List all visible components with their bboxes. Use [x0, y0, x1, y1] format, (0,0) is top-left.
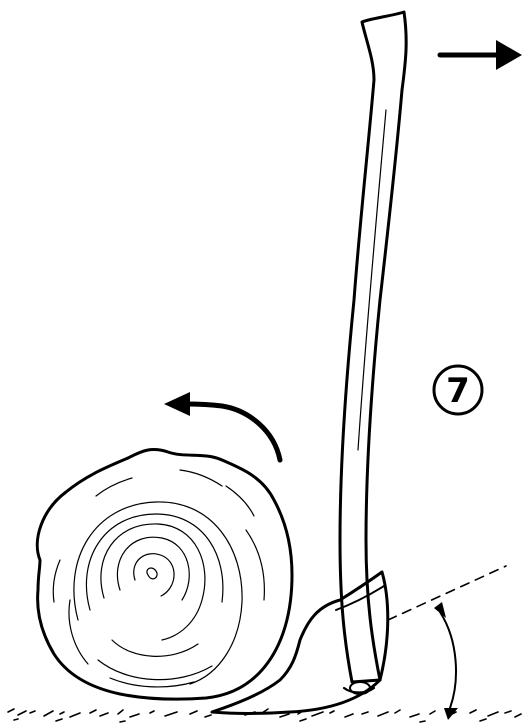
ground	[8, 709, 521, 722]
step-number-badge: 7	[434, 366, 482, 414]
angle-indicator	[388, 566, 506, 720]
growth-rings	[53, 470, 264, 687]
step-number: 7	[446, 371, 470, 411]
cant-hook-handle	[340, 12, 406, 682]
log	[37, 450, 292, 700]
arrow-right-icon	[440, 40, 522, 70]
curved-arrow-left-icon	[164, 392, 280, 460]
